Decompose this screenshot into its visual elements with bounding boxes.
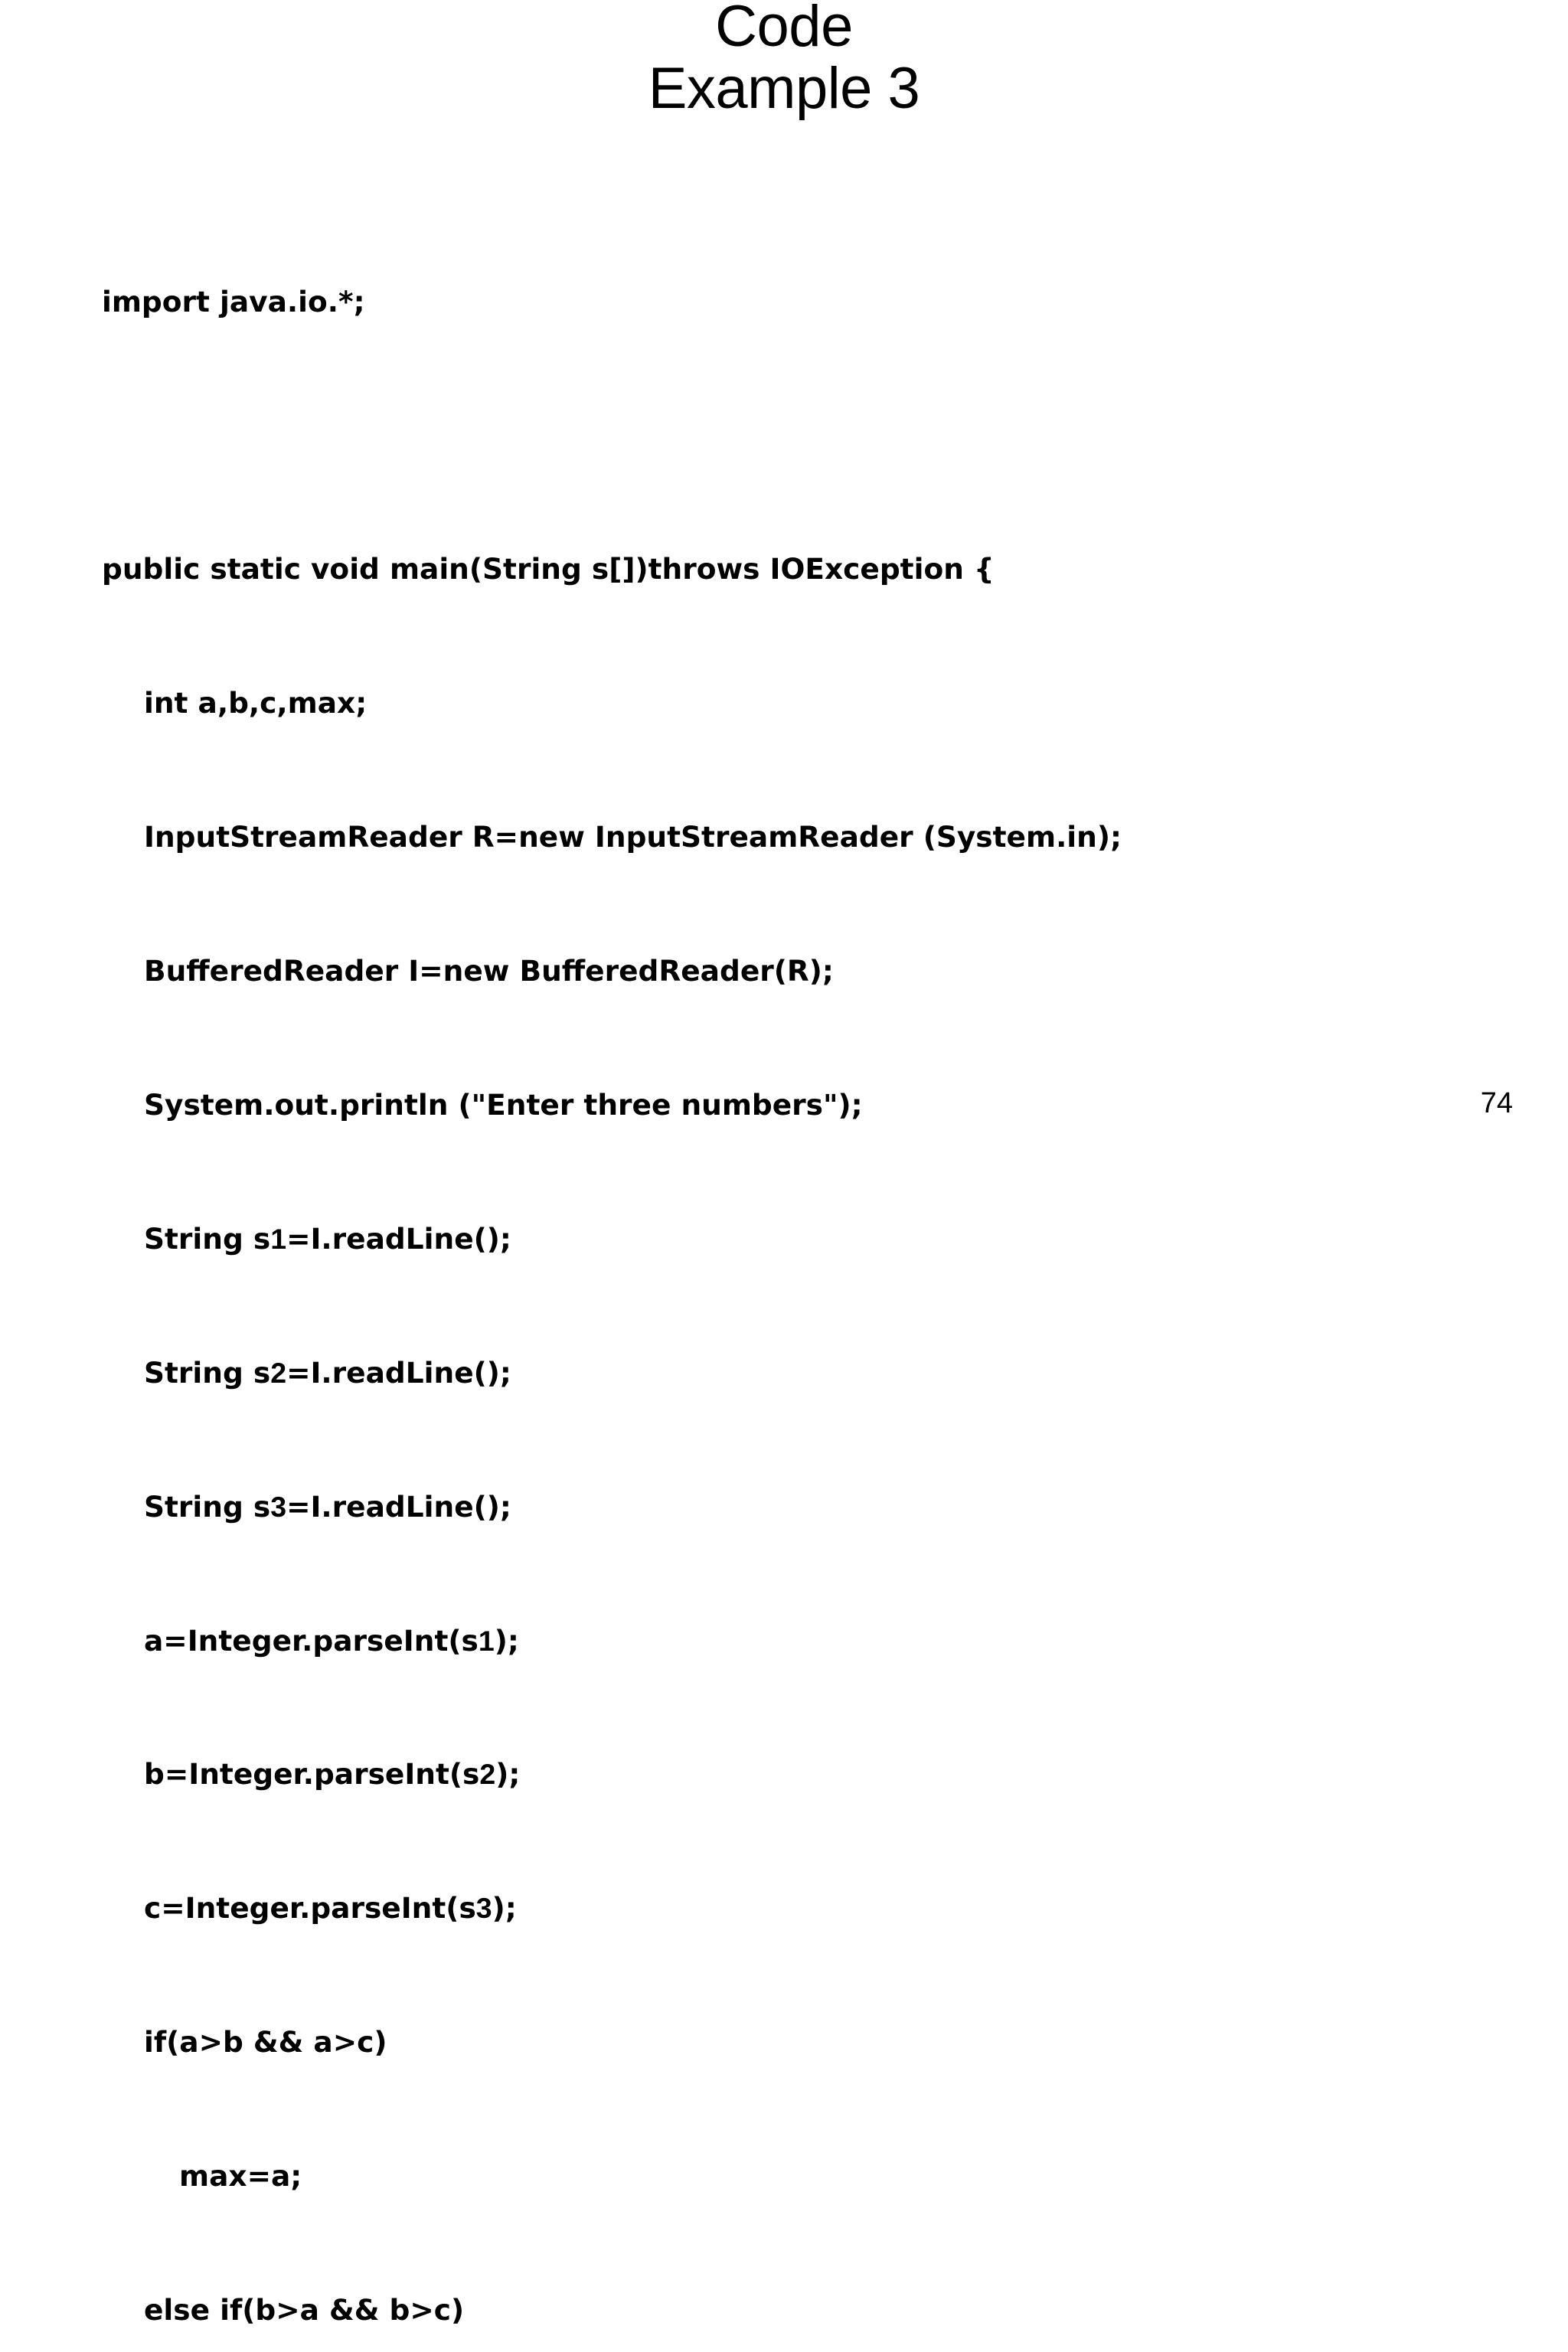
code-line: BufferedReader I=new BufferedReader(R); xyxy=(144,954,834,988)
code-line: max=a; xyxy=(179,2159,302,2194)
code-line: b=Integer.parseInt(s2); xyxy=(144,1757,521,1792)
slide-title: Code Example 3 xyxy=(0,0,1568,120)
page-number: 74 xyxy=(1480,1087,1513,1119)
code-line: else if(b>a && b>c) xyxy=(144,2292,465,2327)
code-line xyxy=(102,413,1480,457)
code-line: String s2=I.readLine(); xyxy=(144,1355,511,1390)
code-listing: import java.io.*; public static void mai… xyxy=(102,190,1480,2352)
code-line: String s3=I.readLine(); xyxy=(144,1489,511,1524)
code-line: System.out.println ("Enter three numbers… xyxy=(144,1087,863,1122)
code-line: c=Integer.parseInt(s3); xyxy=(144,1891,517,1926)
code-line: int a,b,c,max; xyxy=(144,686,368,720)
code-line: InputStreamReader R=new InputStreamReade… xyxy=(144,820,1122,854)
slide-title-line-1: Code xyxy=(715,0,853,59)
slide-title-line-2: Example 3 xyxy=(648,56,920,122)
code-line: public static void main(String s[])throw… xyxy=(102,552,995,586)
code-line: a=Integer.parseInt(s1); xyxy=(144,1623,519,1658)
code-line: String s1=I.readLine(); xyxy=(144,1221,511,1256)
code-line: if(a>b && a>c) xyxy=(144,2025,387,2060)
code-line: import java.io.*; xyxy=(102,284,365,318)
